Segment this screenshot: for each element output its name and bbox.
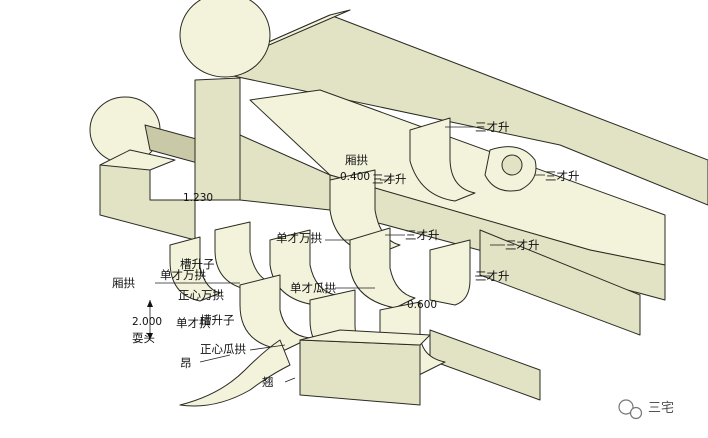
label-sancai-sheng-6: 三才升 [475,269,510,283]
label-sancai-sheng-2: 三才升 [372,172,407,186]
dimension-2000-marker [147,300,153,340]
label-qiao: 翘 [262,375,274,389]
label-zhengxin-wan-gong: 正心万拱 [178,288,224,302]
dim-2000: 2.000 [132,316,162,328]
lower-tiers [239,274,446,406]
label-sancai-sheng-5: 三才升 [505,238,540,252]
main-beam-block [99,77,666,301]
label-dancai-wan-gong-left: 单才万拱 [160,268,206,282]
label-dancai-gong: 单才拱 [176,316,211,330]
leader-lines [155,126,545,383]
label-ang: 昂 [180,356,192,370]
watermark-text: 三宅 [648,401,674,416]
label-sancai-sheng-1: 三才升 [475,120,510,134]
right-beam [429,229,641,401]
label-zhengxin-gua-gong: 正心瓜拱 [200,342,246,356]
ang-beak [179,339,291,407]
label-cao-sheng-zi: 槽升子 [200,313,235,327]
label-dancai-wan-gong: 单才万拱 [276,231,322,245]
label-xiang-gong: 厢拱 [112,276,135,290]
top-purlin [179,0,708,206]
label-dancai-gua-gong: 单才瓜拱 [290,281,336,295]
label-shua-tou: 耍头 [132,331,155,345]
label-sancai-sheng-3: 三才升 [545,169,580,183]
dim-1230: 1.230 [183,192,213,204]
label-sancai-sheng-4: 三才升 [405,228,440,242]
dim-0400: 0.400 [340,171,370,183]
label-cao-sheng-zi-top: 槽升子 [180,257,215,271]
dim-0600: 0.600 [407,299,437,311]
label-xiang-gong-top: 厢拱 [345,153,368,167]
wechat-icon [618,399,643,420]
second-purlin [89,96,206,166]
